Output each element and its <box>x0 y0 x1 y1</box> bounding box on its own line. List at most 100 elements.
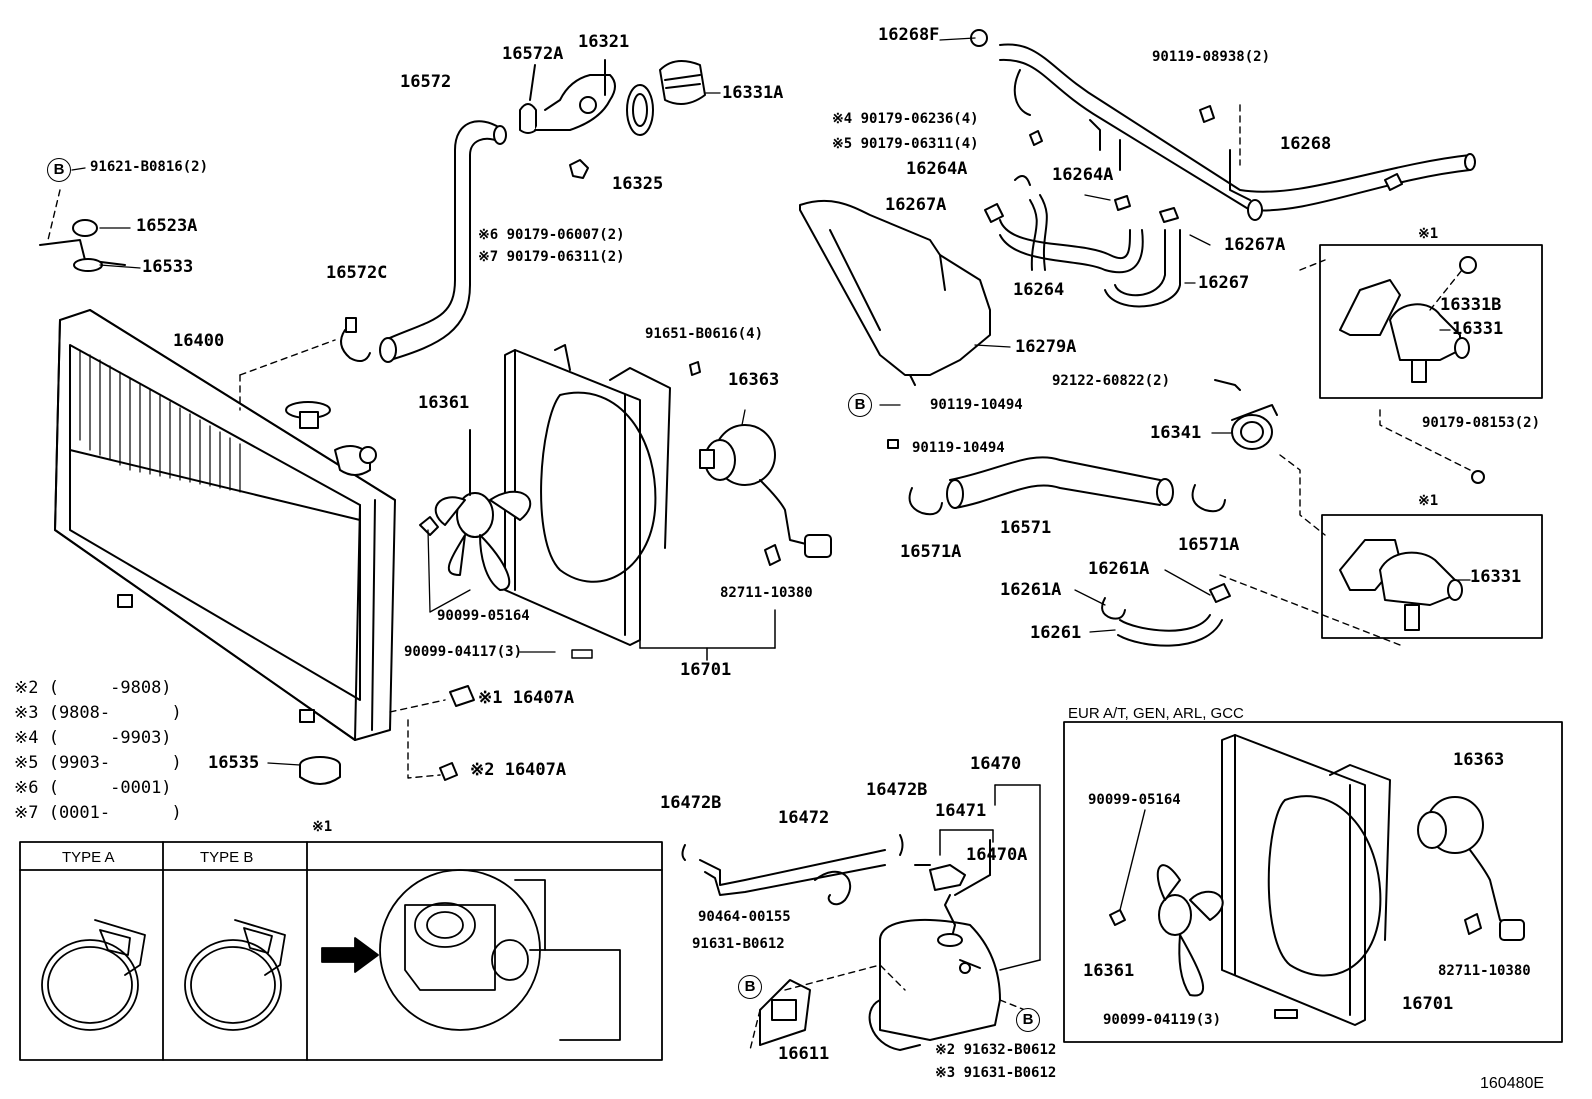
circle-b-marker: B <box>848 393 872 417</box>
label-16268: 16268 <box>1280 134 1332 154</box>
label-16472: 16472 <box>778 808 830 828</box>
label-16321: 16321 <box>578 32 630 52</box>
label-16571a-2: 16571A <box>1178 535 1240 555</box>
label-16361-eur: 16361 <box>1083 961 1135 981</box>
label-82711-10380: 82711-10380 <box>720 585 813 601</box>
label-16264a-2: 16264A <box>1052 165 1114 185</box>
label-16261: 16261 <box>1030 623 1082 643</box>
fan-blade-drawing <box>419 429 532 591</box>
label-16470a: 16470A <box>966 845 1028 865</box>
label-90179-06007: ※6 90179-06007(2) <box>478 227 625 243</box>
label-90179-06311-b: ※7 90179-06311(2) <box>478 249 625 265</box>
radiator-drawing <box>54 309 396 741</box>
label-16535: 16535 <box>208 753 260 773</box>
label-16572a: 16572A <box>502 44 564 64</box>
label-16331b: 16331B <box>1440 295 1502 315</box>
label-91621-b0816: 91621-B0816(2) <box>90 159 209 175</box>
label-90179-06236: ※4 90179-06236(4) <box>832 111 979 127</box>
label-16331a: 16331A <box>722 83 784 103</box>
circle-b-marker: B <box>738 975 762 999</box>
label-82711-10380-eur: 82711-10380 <box>1438 963 1531 979</box>
label-92122-60822: 92122-60822(2) <box>1052 373 1171 389</box>
radiator-support-drawing <box>299 756 341 785</box>
label-91631-b0612-1: 91631-B0612 <box>692 936 785 952</box>
label-90179-08153: 90179-08153(2) <box>1422 415 1541 431</box>
fan-motor-drawing <box>689 361 832 566</box>
label-90099-04117: 90099-04117(3) <box>404 644 523 660</box>
label-16701: 16701 <box>680 660 732 680</box>
circle-b-marker: B <box>47 158 71 182</box>
water-inlet-box-top <box>1319 244 1543 399</box>
label-16611: 16611 <box>778 1044 830 1064</box>
reservoir-bracket-drawing <box>749 964 1026 1051</box>
water-outlet-drawing <box>519 59 706 179</box>
label-91651-b0616: 91651-B0616(4) <box>645 326 764 342</box>
label-16264a-1: 16264A <box>906 159 968 179</box>
lower-hose-drawing <box>908 456 1226 516</box>
label-91631-b0612-2: ※3 91631-B0612 <box>935 1065 1057 1081</box>
type-b-header: TYPE B <box>200 849 254 866</box>
label-16572: 16572 <box>400 72 452 92</box>
label-16363: 16363 <box>728 370 780 390</box>
label-16363-eur: 16363 <box>1453 750 1505 770</box>
gasket-drawing <box>887 379 1278 450</box>
reservoir-drawing <box>868 839 1001 1051</box>
water-inlet-box-bottom <box>1321 470 1543 639</box>
label-90099-05164: 90099-05164 <box>437 608 530 624</box>
label-16701-eur: 16701 <box>1402 994 1454 1014</box>
label-mark-1a: ※1 <box>1418 226 1439 242</box>
drain-plug-drawing <box>239 339 475 781</box>
label-16572c: 16572C <box>326 263 388 283</box>
upper-hose-drawing <box>340 120 507 363</box>
eur-box-header: EUR A/T, GEN, ARL, GCC <box>1068 705 1244 722</box>
label-16279a: 16279A <box>1015 337 1077 357</box>
note-line-7: ※7 (0001- ) <box>14 803 182 823</box>
type-table-drawing <box>19 841 663 1061</box>
label-90119-08938: 90119-08938(2) <box>1152 49 1271 65</box>
label-16268f: 16268F <box>878 25 940 45</box>
label-90119-10494-a: 90119-10494 <box>930 397 1023 413</box>
label-16407a-2: ※2 16407A <box>470 760 567 780</box>
label-16264: 16264 <box>1013 280 1065 300</box>
label-90099-04119-eur: 90099-04119(3) <box>1103 1012 1222 1028</box>
diagram-code: 160480E <box>1480 1075 1545 1092</box>
overflow-bracket-drawing <box>39 189 126 272</box>
reservoir-hose-drawing <box>681 834 904 906</box>
circle-b-marker: B <box>1016 1008 1040 1032</box>
heater-hose-drawing <box>984 175 1181 308</box>
label-90464-00155: 90464-00155 <box>698 909 791 925</box>
fan-shroud-drawing <box>504 344 671 646</box>
label-16523a: 16523A <box>136 216 198 236</box>
label-16341: 16341 <box>1150 423 1202 443</box>
label-mark-1c: ※1 <box>312 819 333 835</box>
note-line-2: ※2 ( -9808) <box>14 678 172 698</box>
label-16261a-2: 16261A <box>1000 580 1062 600</box>
label-16361: 16361 <box>418 393 470 413</box>
note-line-3: ※3 (9808- ) <box>14 703 182 723</box>
label-16267: 16267 <box>1198 273 1250 293</box>
reservoir-leaders <box>939 784 1041 971</box>
label-16331-2: 16331 <box>1470 567 1522 587</box>
label-16571a-1: 16571A <box>900 542 962 562</box>
label-16261a-1: 16261A <box>1088 559 1150 579</box>
label-16400: 16400 <box>173 331 225 351</box>
label-16533: 16533 <box>142 257 194 277</box>
eur-box-drawing <box>1063 721 1563 1043</box>
label-16472b-2: 16472B <box>866 780 928 800</box>
note-line-6: ※6 ( -0001) <box>14 778 172 798</box>
label-16325: 16325 <box>612 174 664 194</box>
label-90119-10494-b: 90119-10494 <box>912 440 1005 456</box>
type-a-header: TYPE A <box>62 849 115 866</box>
label-16407a-1: ※1 16407A <box>478 688 575 708</box>
label-16470: 16470 <box>970 754 1022 774</box>
label-91632-b0612: ※2 91632-B0612 <box>935 1042 1057 1058</box>
label-16267a-1: 16267A <box>885 195 947 215</box>
pipe-cover-drawing <box>799 199 991 386</box>
label-16331-1: 16331 <box>1452 319 1504 339</box>
label-16267a-2: 16267A <box>1224 235 1286 255</box>
label-16472b-1: 16472B <box>660 793 722 813</box>
label-90099-05164-eur: 90099-05164 <box>1088 792 1181 808</box>
note-line-4: ※4 ( -9903) <box>14 728 172 748</box>
